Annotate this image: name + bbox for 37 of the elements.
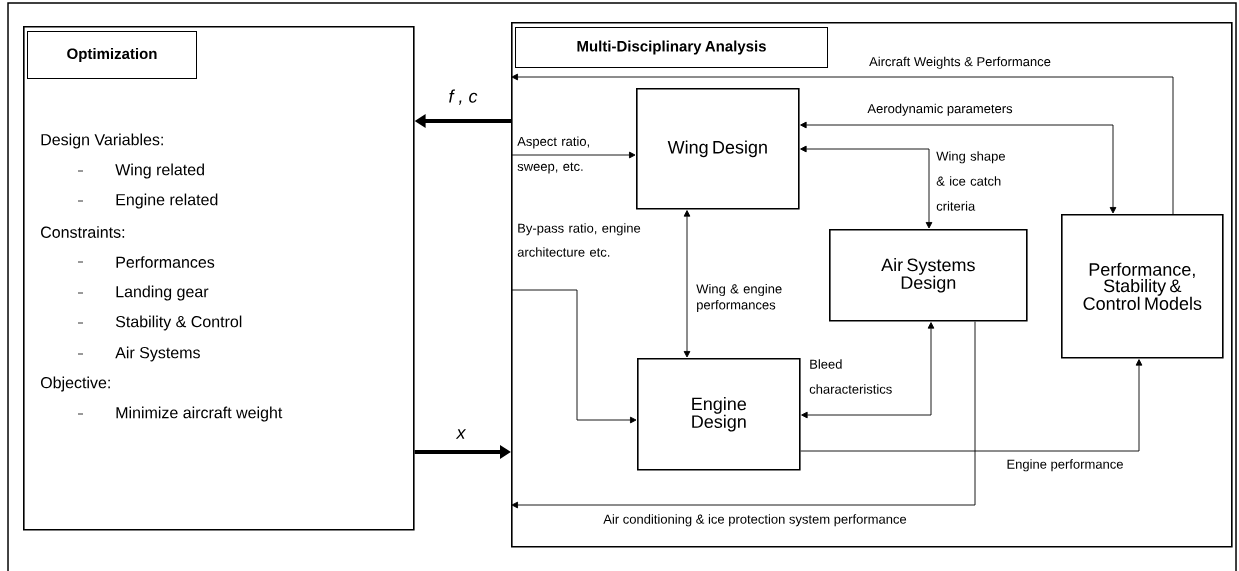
edge-label: Wing shape & ice catch criteria xyxy=(936,151,1005,211)
edge-label: Aircraft Weights & Performance xyxy=(869,56,1051,69)
process-box: Engine Design xyxy=(637,358,801,471)
arrow xyxy=(511,73,1174,215)
list-item: Landing gear xyxy=(116,285,209,301)
edge-label: f , c xyxy=(449,89,478,105)
arrow xyxy=(800,359,1143,452)
arrow xyxy=(683,210,691,358)
list-item: Air Systems xyxy=(115,346,200,362)
edge-label: x xyxy=(455,429,467,439)
process-box: Performance, Stability & Control Models xyxy=(1061,214,1224,359)
edge-label: By-pass ratio, engine architecture etc. xyxy=(517,223,641,257)
heading-box: Optimization xyxy=(27,31,197,79)
list-item: Engine related xyxy=(116,193,218,209)
edge-label: Wing & engine performances xyxy=(696,283,782,313)
arrow xyxy=(510,151,636,159)
process-box: Air Systems Design xyxy=(829,229,1028,322)
panel-box xyxy=(511,22,1233,548)
arrow xyxy=(800,145,933,229)
arrow xyxy=(801,322,935,419)
arrow xyxy=(510,289,637,424)
edge-label: Air conditioning & ice protection system performance xyxy=(603,514,907,527)
list-item: Stability & Control xyxy=(115,315,242,331)
arrow xyxy=(800,121,1117,214)
edge-label: Aspect ratio, sweep, etc. xyxy=(517,136,589,174)
edge-label: Engine performance xyxy=(1007,459,1123,472)
process-box: Wing Design xyxy=(636,88,800,210)
list-heading: Objective: xyxy=(40,376,110,392)
edge-label: Aerodynamic parameters xyxy=(867,103,1013,116)
list-item: Performances xyxy=(116,256,215,268)
arrow xyxy=(511,321,976,509)
list-heading: Design Variables: xyxy=(41,133,163,149)
list-heading: Constraints: xyxy=(41,226,125,238)
list-item: Minimize aircraft weight xyxy=(116,406,283,422)
list-item: Wing related xyxy=(115,163,204,179)
heading-box: Multi-Disciplinary Analysis xyxy=(515,27,828,68)
edge-label: Bleed characteristics xyxy=(809,359,892,394)
